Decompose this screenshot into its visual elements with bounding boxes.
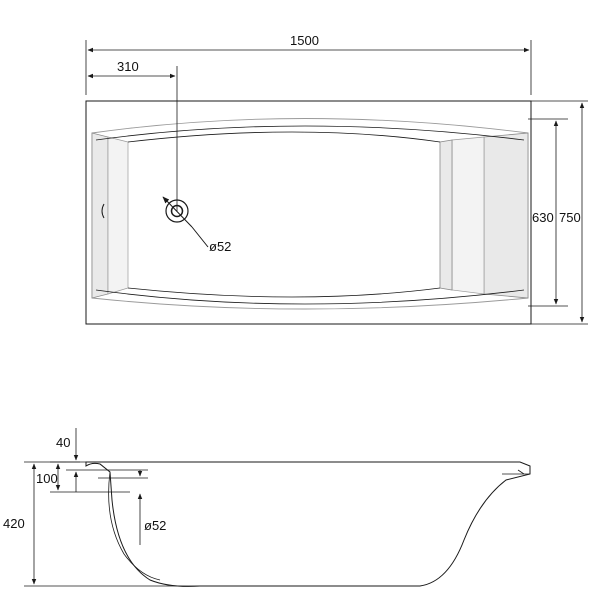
right-step <box>439 139 453 291</box>
height-label: 420 <box>3 516 25 531</box>
drain-depth-label: 100 <box>36 471 58 486</box>
right-slope <box>451 136 485 295</box>
right-end-wall <box>483 132 529 299</box>
tub-inner-wall <box>99 463 161 581</box>
rim-upper-curve <box>95 125 525 141</box>
drain-diameter-leader <box>162 196 193 228</box>
width-label: 1500 <box>290 33 319 48</box>
overflow-icon <box>101 203 105 219</box>
outer-width-label: 750 <box>559 210 581 225</box>
rim-label: 40 <box>56 435 70 450</box>
floor-top-edge <box>127 131 441 143</box>
floor-bottom-edge <box>127 287 441 298</box>
drain-offset-label: 310 <box>117 59 139 74</box>
side-drain-diameter-label: ø52 <box>144 518 166 533</box>
top-drain-diameter-label: ø52 <box>209 239 231 254</box>
right-rim-tick <box>517 469 525 475</box>
rim-lower-curve <box>95 289 525 305</box>
tub-outer-outline <box>85 100 532 325</box>
side-view: 40 100 420 ø52 <box>3 428 531 587</box>
drain-diameter-leader-tail <box>191 226 209 248</box>
left-end-wall <box>91 132 109 299</box>
left-slope <box>107 136 129 295</box>
inner-width-label: 630 <box>532 210 554 225</box>
top-view: ø52 1500 310 630 750 <box>85 33 588 325</box>
